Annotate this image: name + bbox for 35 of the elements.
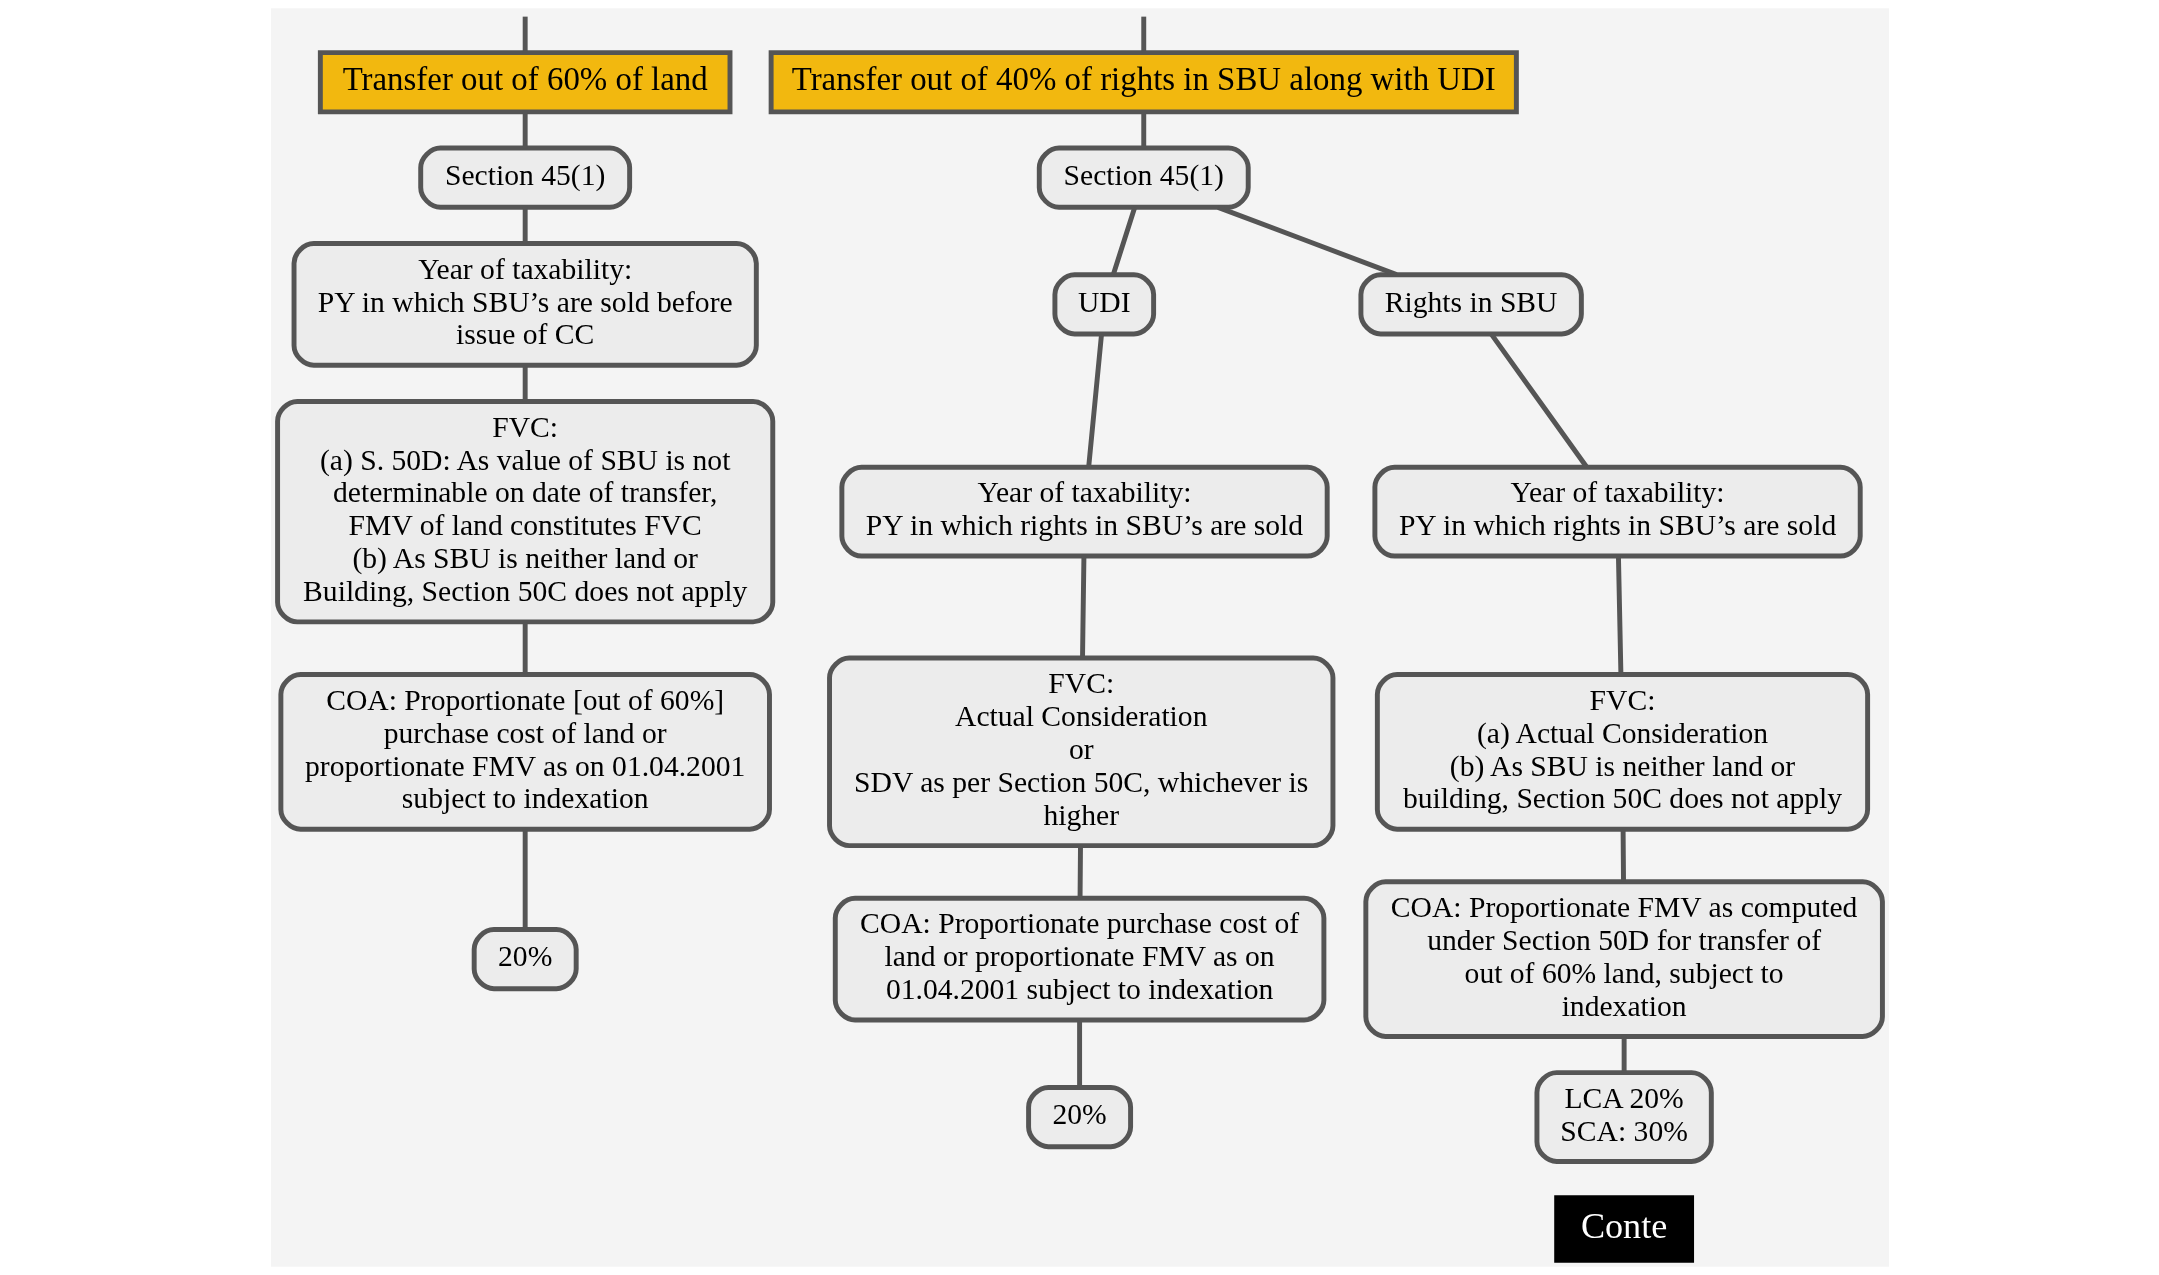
connector <box>1079 556 1086 659</box>
node-box: LCA 20% SCA: 30% <box>1533 1070 1714 1164</box>
node-box: FVC: Actual Consideration or SDV as per Section 50C, whichever is higher <box>826 655 1335 849</box>
connector <box>1621 1036 1627 1073</box>
node-box: 20% <box>1025 1085 1133 1150</box>
node-box: 20% <box>471 927 579 992</box>
node-box: FVC: (a) S. 50D: As value of SBU is not determinable on date of transfer, FMV of land constitutes FVC (b) As SBU is neither land or Building, Section 50C does not apply <box>274 398 775 625</box>
connector <box>1076 1020 1082 1088</box>
connector <box>522 622 528 674</box>
connector <box>1140 112 1146 149</box>
node-box: Year of taxability: PY in which rights in SBU’s are sold <box>1371 464 1863 559</box>
node-box: Year of taxability: PY in which SBU’s are sold before issue of CC <box>291 241 759 368</box>
node-box: Rights in SBU <box>1357 272 1584 337</box>
connector <box>1140 16 1146 53</box>
node-box: Transfer out of 60% of land <box>317 50 732 115</box>
connector <box>522 112 528 149</box>
node-box: COA: Proportionate [out of 60%] purchase cost of land or proportionate FMV as on 01.04.2001 subject to indexation <box>277 672 772 832</box>
node-box: FVC: (a) Actual Consideration (b) As SBU is neither land or building, Section 50C does not apply <box>1374 672 1870 832</box>
connector <box>1110 206 1137 276</box>
connector <box>1615 556 1623 675</box>
connector <box>1620 829 1626 882</box>
node-box: Section 45(1) <box>417 145 632 210</box>
connector <box>1085 334 1104 468</box>
connector <box>1077 845 1083 899</box>
node-box: COA: Proportionate purchase cost of land or proportionate FMV as on 01.04.2001 subject to indexation <box>832 895 1326 1023</box>
node-box: UDI <box>1051 272 1156 337</box>
label: Conte <box>1580 1206 1667 1247</box>
connector <box>522 829 528 930</box>
connector <box>522 365 528 402</box>
node-box: Transfer out of 40% of rights in SBU along with UDI <box>768 50 1519 115</box>
connector <box>522 207 528 244</box>
node-box: Year of taxability: PY in which rights in SBU’s are sold <box>838 464 1330 559</box>
node-box: COA: Proportionate FMV as computed under Section 50D for transfer of out of 60% land, subject to indexation <box>1362 879 1885 1039</box>
connector <box>522 16 528 53</box>
node-box: Section 45(1) <box>1036 145 1251 210</box>
